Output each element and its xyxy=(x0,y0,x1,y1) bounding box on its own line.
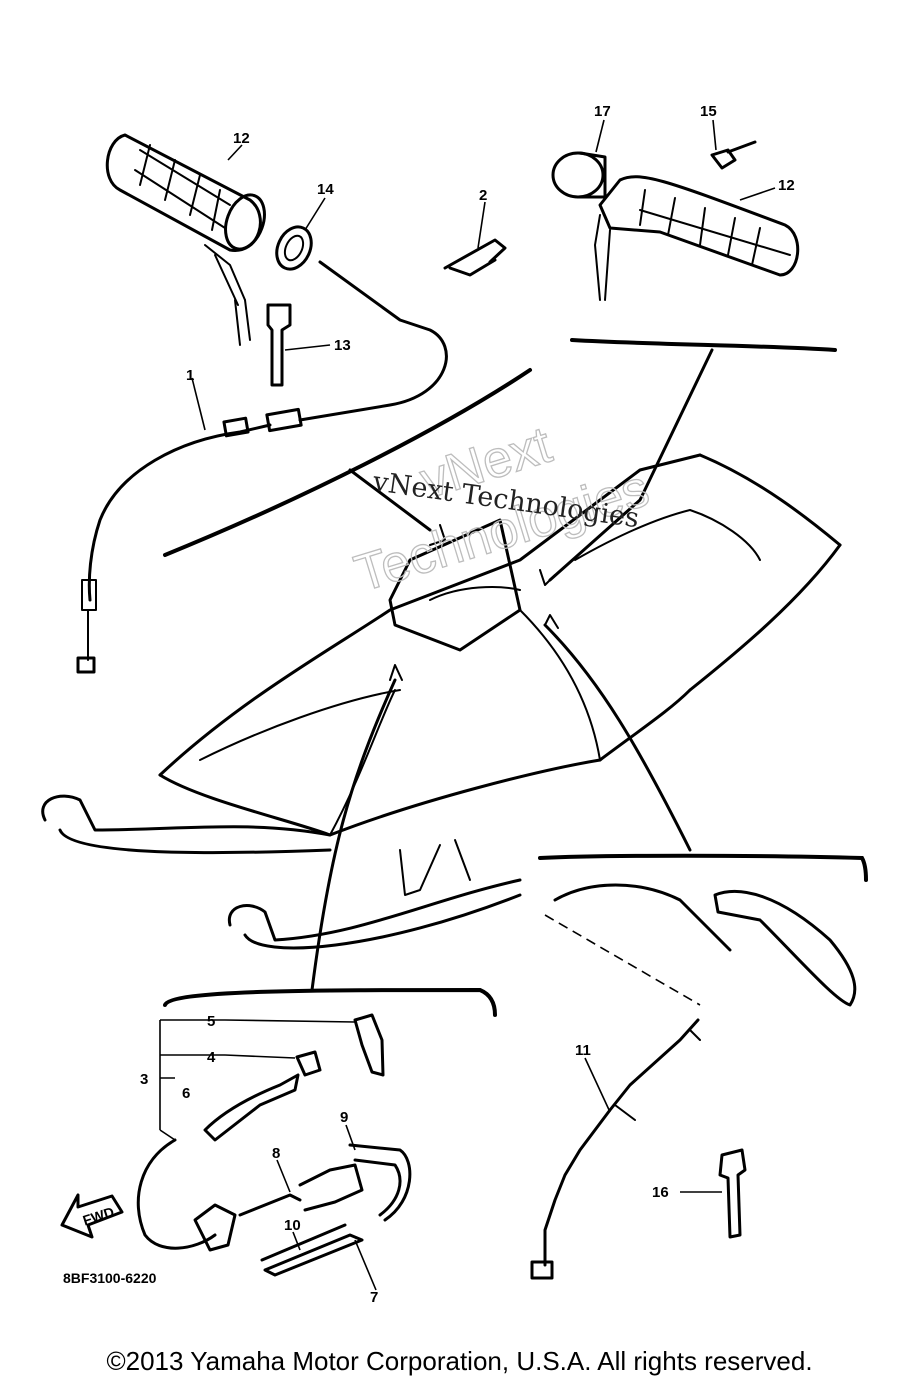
callouts: 12 14 2 13 1 17 15 12 5 4 3 6 9 8 10 7 1… xyxy=(63,103,795,1306)
callout-4: 4 xyxy=(207,1049,216,1066)
callout-7: 7 xyxy=(370,1289,378,1306)
snowmobile-body xyxy=(41,453,842,950)
left-grip xyxy=(105,133,266,346)
callout-15: 15 xyxy=(700,103,717,120)
callout-12-left: 12 xyxy=(233,130,250,147)
right-grip xyxy=(594,175,800,301)
callout-3: 3 xyxy=(140,1071,148,1088)
callout-17: 17 xyxy=(594,103,611,120)
callout-9: 9 xyxy=(340,1109,348,1126)
callout-14: 14 xyxy=(317,181,334,198)
callout-2: 2 xyxy=(479,187,487,204)
callout-5: 5 xyxy=(207,1013,215,1030)
callout-8: 8 xyxy=(272,1145,280,1162)
callout-16: 16 xyxy=(652,1184,669,1201)
fwd-arrow: FWD xyxy=(60,1193,124,1239)
leader-lines xyxy=(191,119,776,1291)
fwd-label: FWD xyxy=(81,1203,116,1228)
callout-12-right: 12 xyxy=(778,177,795,194)
callout-13: 13 xyxy=(334,337,351,354)
brake-cable-group xyxy=(530,853,868,1280)
callout-6: 6 xyxy=(182,1085,190,1102)
kill-switch-group xyxy=(136,987,497,1277)
callout-1: 1 xyxy=(186,367,194,384)
pointer-arrows xyxy=(310,348,714,992)
copyright-notice: ©2013 Yamaha Motor Corporation, U.S.A. A… xyxy=(106,1346,813,1376)
throttle-cable xyxy=(76,260,448,674)
left-handlebar-group xyxy=(76,133,532,674)
callout-11: 11 xyxy=(575,1042,591,1059)
part-code: 8BF3100-6220 xyxy=(63,1270,157,1286)
callout-10: 10 xyxy=(284,1217,301,1234)
right-handlebar-group xyxy=(551,140,837,352)
